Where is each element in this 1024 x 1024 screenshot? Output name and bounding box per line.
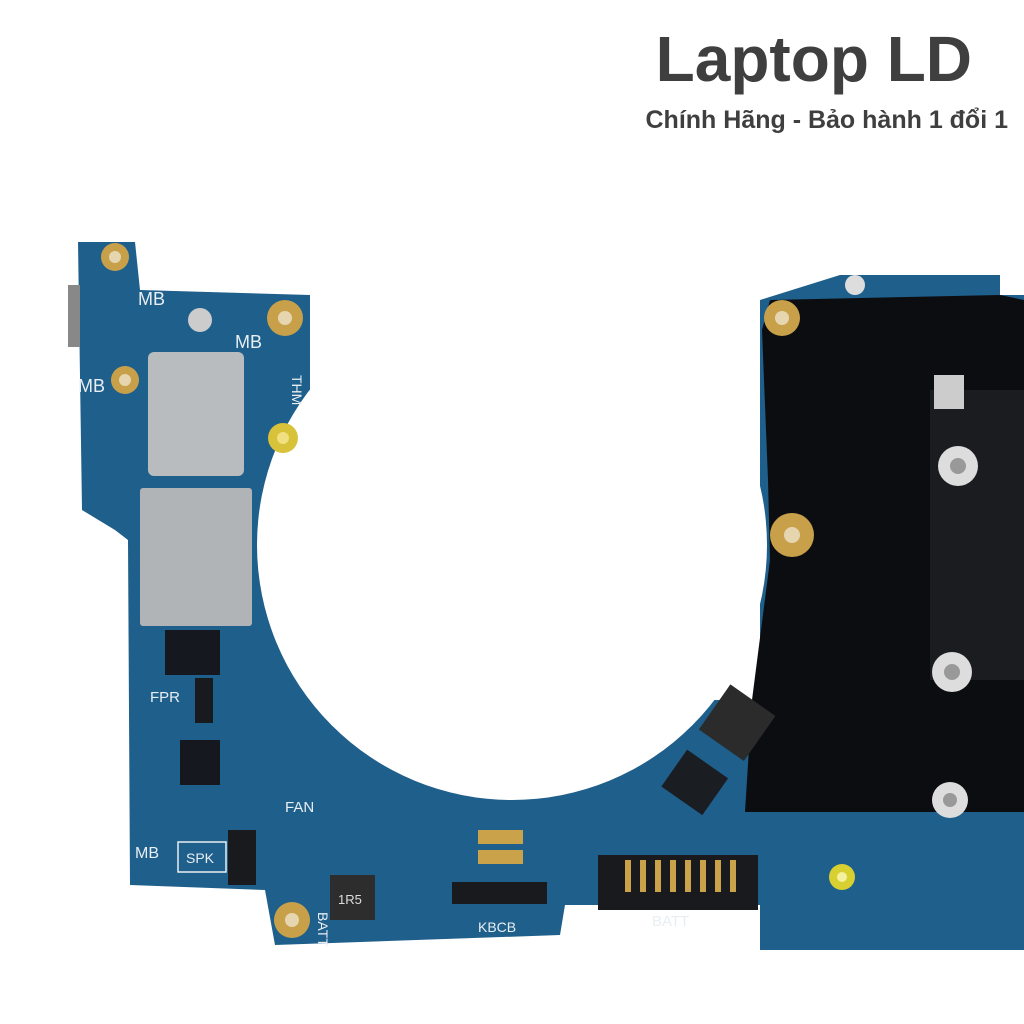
battery-connector-pins (625, 860, 736, 892)
inductor (698, 684, 776, 761)
chip (180, 740, 220, 785)
silk-spk: SPK (186, 850, 215, 866)
silk-kbcb: KBCB (478, 919, 516, 935)
chip (165, 630, 220, 675)
spk-outline (177, 841, 227, 873)
heatsink-plate (930, 390, 1024, 680)
chip (661, 749, 729, 816)
silk-fan: FAN (285, 799, 314, 816)
fpr-connector (195, 678, 213, 723)
silk-mb-left: MB (78, 376, 105, 396)
silk-1r5: 1R5 (338, 892, 362, 907)
speaker-connector (228, 830, 256, 885)
silk-mb-right: MB (235, 332, 262, 352)
clip-pad (478, 850, 523, 864)
background-fill (310, 0, 760, 300)
usb-c-port (68, 285, 80, 347)
resistor-r15 (934, 375, 964, 409)
silk-thm: THM (289, 375, 305, 405)
silk-mb-bottom: MB (135, 845, 159, 862)
memory-shield (140, 488, 252, 626)
clip-pad (478, 830, 523, 844)
keyboard-connector (452, 882, 547, 904)
tagline-watermark: Chính Hãng - Bảo hành 1 đổi 1 (645, 106, 1009, 134)
inductor-1r5 (330, 875, 375, 920)
silk-batt-left: BATT (315, 912, 331, 947)
silk-mb-top: MB (138, 289, 165, 309)
silk-batt: BATT (652, 913, 689, 930)
board-cutout (257, 290, 767, 800)
screw-pads (101, 243, 978, 938)
brand-watermark: Laptop LD (655, 23, 972, 95)
wifi-shield (148, 352, 244, 476)
silk-fpr: FPR (150, 689, 180, 706)
